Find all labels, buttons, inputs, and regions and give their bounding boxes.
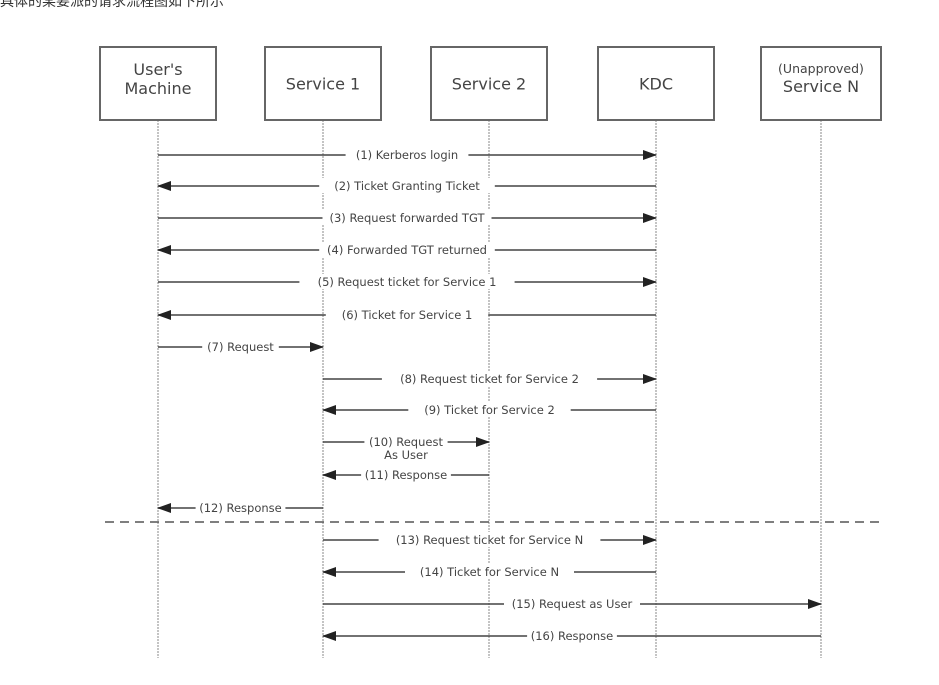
- message-label-bg-9: [408, 402, 571, 417]
- message-label-bg-13: [378, 532, 601, 547]
- message-label-1: (1) Kerberos login: [356, 148, 458, 162]
- message-label-bg-3: [322, 210, 492, 225]
- message-label-9: (9) Ticket for Service 2: [424, 403, 555, 417]
- participant-box-user: [99, 46, 217, 121]
- message-label-bg-2: [319, 178, 495, 193]
- message-label-13: (13) Request ticket for Service N: [396, 533, 583, 547]
- message-label-bg-1: [345, 147, 469, 162]
- participant-label-s2: Service 2: [452, 75, 526, 94]
- message-label-14: (14) Ticket for Service N: [420, 565, 559, 579]
- message-label-bg-14: [405, 564, 574, 579]
- participant-box-s1: [264, 46, 382, 121]
- message-label-3: (3) Request forwarded TGT: [330, 211, 486, 225]
- message-label-bg-15: [504, 596, 640, 611]
- message-label-bg-8: [381, 371, 598, 386]
- message-label-bg-12: [195, 500, 286, 515]
- message-label-bg-4: [319, 242, 495, 257]
- participant-label-s1: Service 1: [286, 75, 360, 94]
- message-label-11: (11) Response: [365, 468, 448, 482]
- participant-box-kdc: [597, 46, 715, 121]
- message-label-12: (12) Response: [199, 501, 282, 515]
- message-label-bg-6: [325, 307, 489, 322]
- participant-label-sn: Service N: [783, 77, 859, 96]
- message-label-15: (15) Request as User: [512, 597, 633, 611]
- message-label-bg-10: [364, 434, 448, 462]
- message-label-4: (4) Forwarded TGT returned: [327, 243, 487, 257]
- message-label-6: (6) Ticket for Service 1: [342, 308, 473, 322]
- participant-label-kdc: KDC: [639, 75, 673, 94]
- message-label-bg-5: [299, 274, 515, 289]
- message-label-7: (7) Request: [207, 340, 274, 354]
- message-label-10: As User: [384, 448, 428, 462]
- message-label-bg-16: [527, 628, 617, 643]
- participant-label-user: Machine: [125, 79, 192, 98]
- message-label-2: (2) Ticket Granting Ticket: [334, 179, 480, 193]
- participant-box-sn: [760, 46, 882, 121]
- message-label-bg-7: [202, 339, 279, 354]
- message-label-5: (5) Request ticket for Service 1: [318, 275, 497, 289]
- participant-label-user: User's: [133, 60, 182, 79]
- participant-box-s2: [430, 46, 548, 121]
- message-label-10: (10) Request: [369, 435, 443, 449]
- message-label-bg-11: [361, 467, 451, 482]
- message-label-8: (8) Request ticket for Service 2: [400, 372, 579, 386]
- message-label-16: (16) Response: [531, 629, 614, 643]
- caption-text: 具体的某要派的请求流程图如下所示: [0, 0, 224, 10]
- participant-label-sn: (Unapproved): [778, 61, 864, 76]
